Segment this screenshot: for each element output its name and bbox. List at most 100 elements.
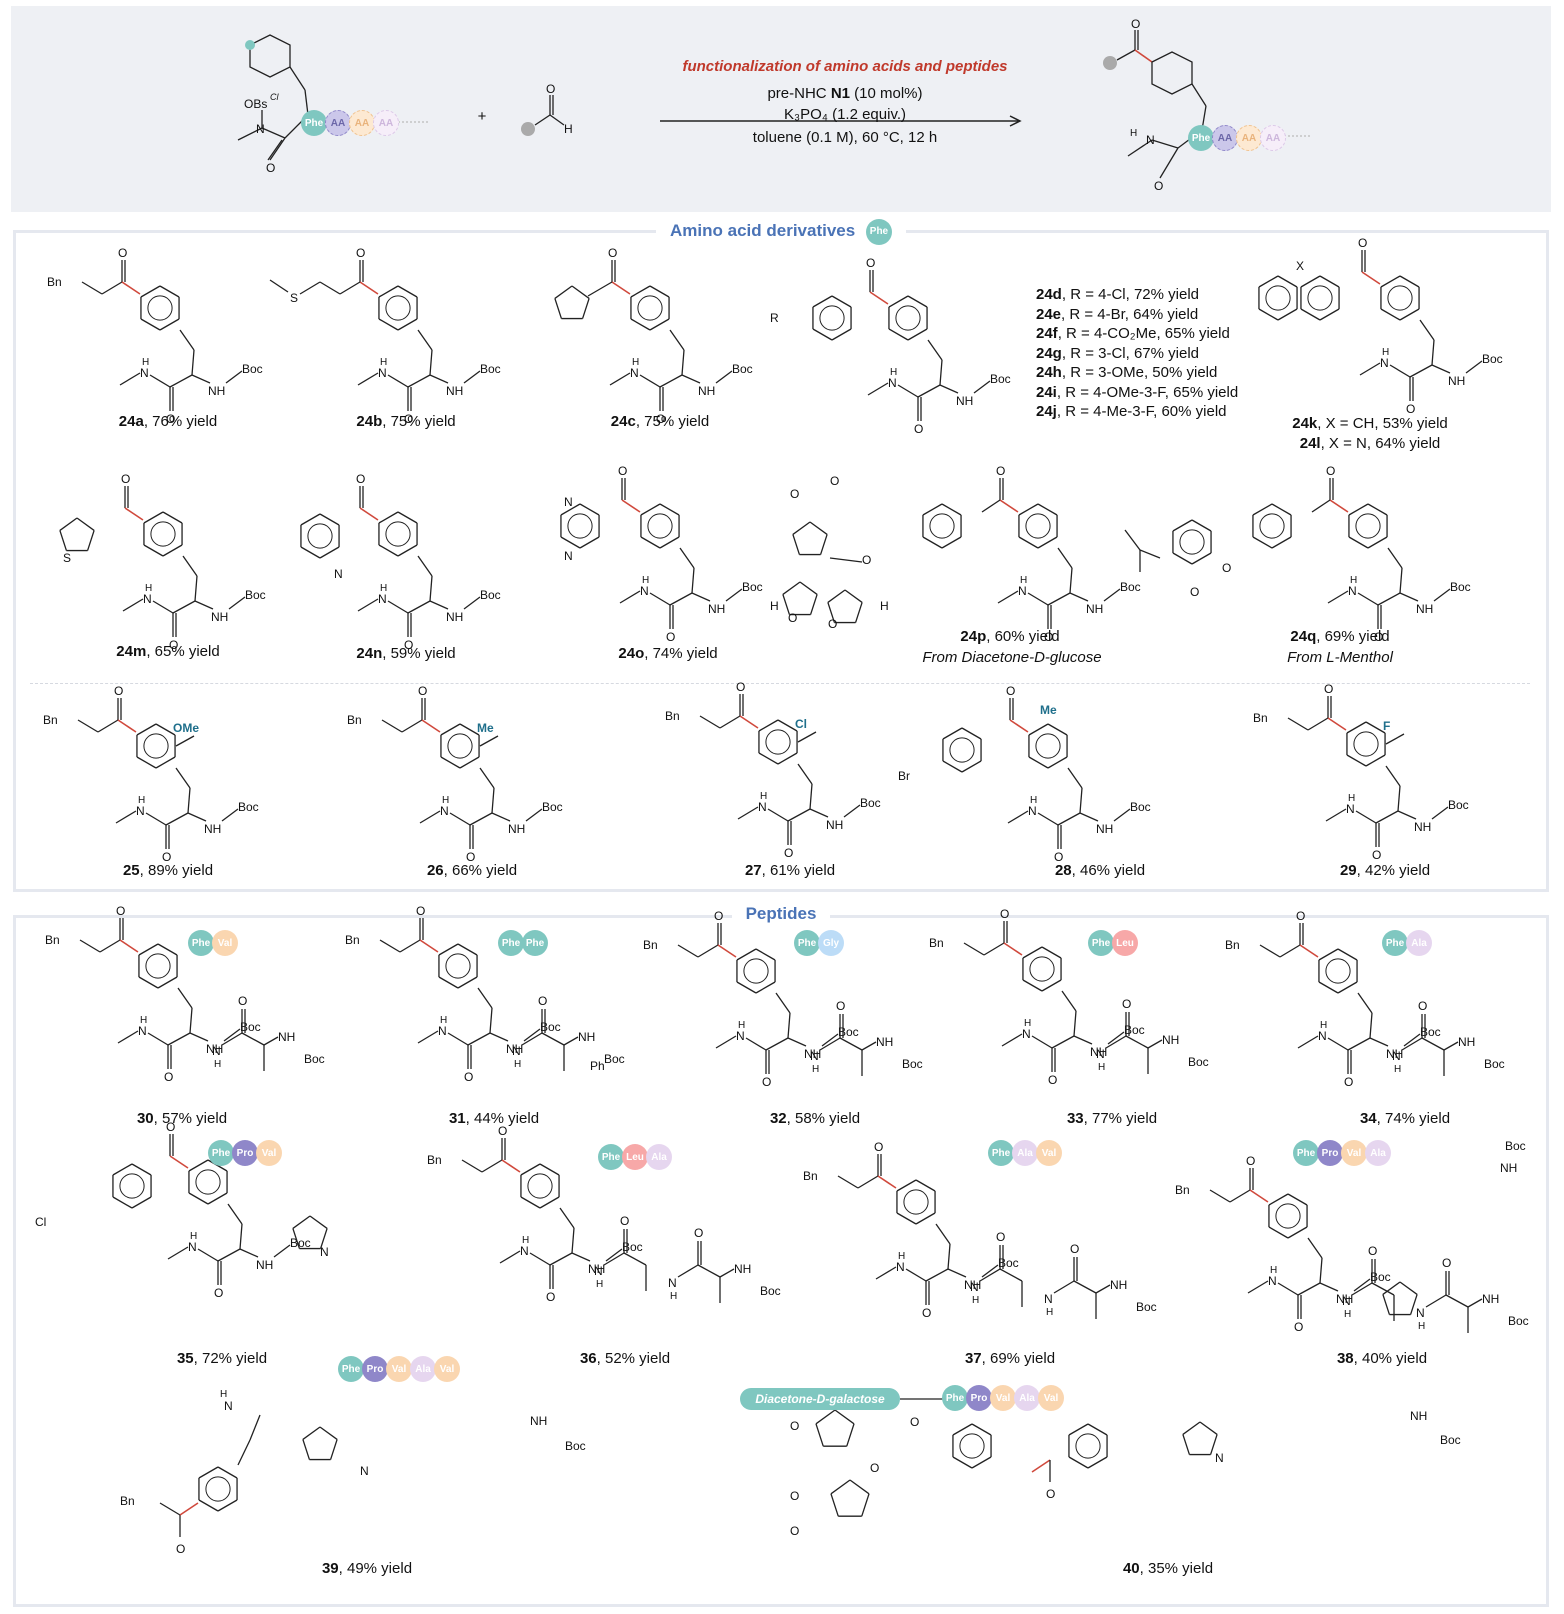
bond [449,812,471,826]
atom-label: N [896,1260,905,1274]
bond [1124,529,1141,551]
bond [1031,1459,1051,1473]
svg-text:Cl: Cl [270,92,279,102]
atom-label: O [996,464,1005,478]
atom-label: O [176,1542,185,1556]
atom-label: Boc [1482,352,1503,366]
bond [1443,1041,1459,1051]
atom-label: O [169,638,178,652]
bond [117,1030,139,1044]
bond [1259,944,1281,958]
bond [1277,275,1298,288]
seq-pill: Phe [1188,125,1214,151]
atom-label: NH [256,1258,273,1272]
bond [915,1179,936,1192]
bond [922,536,943,549]
bond [121,281,141,295]
r-series-item: 24f, R = 4-CO₂Me, 65% yield [1036,325,1230,342]
bond [299,281,321,295]
bond [292,1215,311,1229]
atom-label: N [334,567,343,581]
seq-pill: Phe [301,110,327,136]
bond [1268,1193,1289,1206]
bond [194,600,214,610]
bond [115,810,137,824]
bond [775,992,791,1014]
bond [140,285,161,298]
bond [467,1032,491,1046]
bond [715,1035,737,1049]
aldehyde-structure: O H [521,82,573,136]
atom-label: Boc [1130,800,1151,814]
bond [387,374,409,388]
seq-pill: Pro [362,1356,388,1382]
atom-label: O [828,617,837,631]
bond [1061,990,1077,1012]
seq-pill: Phe [794,930,820,956]
atom-label: O [1324,682,1333,696]
atom-label: O [121,472,130,486]
bond [815,1423,824,1447]
bond [157,976,178,989]
bond [207,1192,228,1205]
bond [609,372,631,386]
atom-label: N [224,1399,233,1413]
bond [217,1466,238,1479]
seq-pill: Phe [498,930,524,956]
atom-label: Bn [427,1153,442,1167]
compound-label-24m: 24m, 65% yield [116,643,220,660]
atom-label: O [118,246,127,260]
atom-label: NH [708,602,725,616]
bond [419,810,441,824]
bond [681,349,685,376]
bond [319,513,340,526]
atom-label: Boc [1370,1270,1391,1284]
bond [830,1479,851,1495]
bond [1357,992,1373,1014]
bond [1087,1423,1108,1436]
bond [1380,275,1401,288]
bond [1346,754,1367,767]
atom-label: NH [588,1262,605,1276]
bond [429,374,449,384]
bond [187,812,207,822]
bond [1277,1282,1299,1296]
bond [81,281,103,295]
bond [571,1227,575,1254]
bond [249,1414,261,1441]
bond [1009,719,1029,733]
atom-label: N [440,804,449,818]
atom-label: N [512,1044,521,1058]
atom-label: Boc [838,1025,859,1039]
bond [1209,1434,1218,1455]
atom-label: Bn [1253,711,1268,725]
atom-label: N [594,1264,603,1278]
atom-label: H [138,795,145,806]
atom-label: H [140,1015,147,1026]
bond [1087,1456,1108,1469]
bond [922,503,943,516]
bond [381,719,403,733]
bond [854,602,863,623]
bond [787,1037,807,1047]
bond [188,1192,209,1205]
atom-label: N [1318,1029,1327,1043]
bond [725,588,743,602]
bond [99,939,121,953]
aromatic-ring [385,295,411,321]
atom-label: N [378,366,387,380]
atom-label: Bn [1225,938,1240,952]
atom-label: O [790,1419,799,1433]
bond [1041,979,1062,992]
atom-label: O [1006,684,1015,698]
bond [76,517,95,531]
atom-label: O [784,846,793,860]
bond [131,1196,152,1209]
seq-pill: Leu [622,1144,648,1170]
bond [1028,756,1049,769]
atom-label: H [1320,1020,1327,1031]
bond [857,1175,879,1189]
seq-pill: Ala [1012,1140,1038,1166]
bond [461,1159,483,1173]
